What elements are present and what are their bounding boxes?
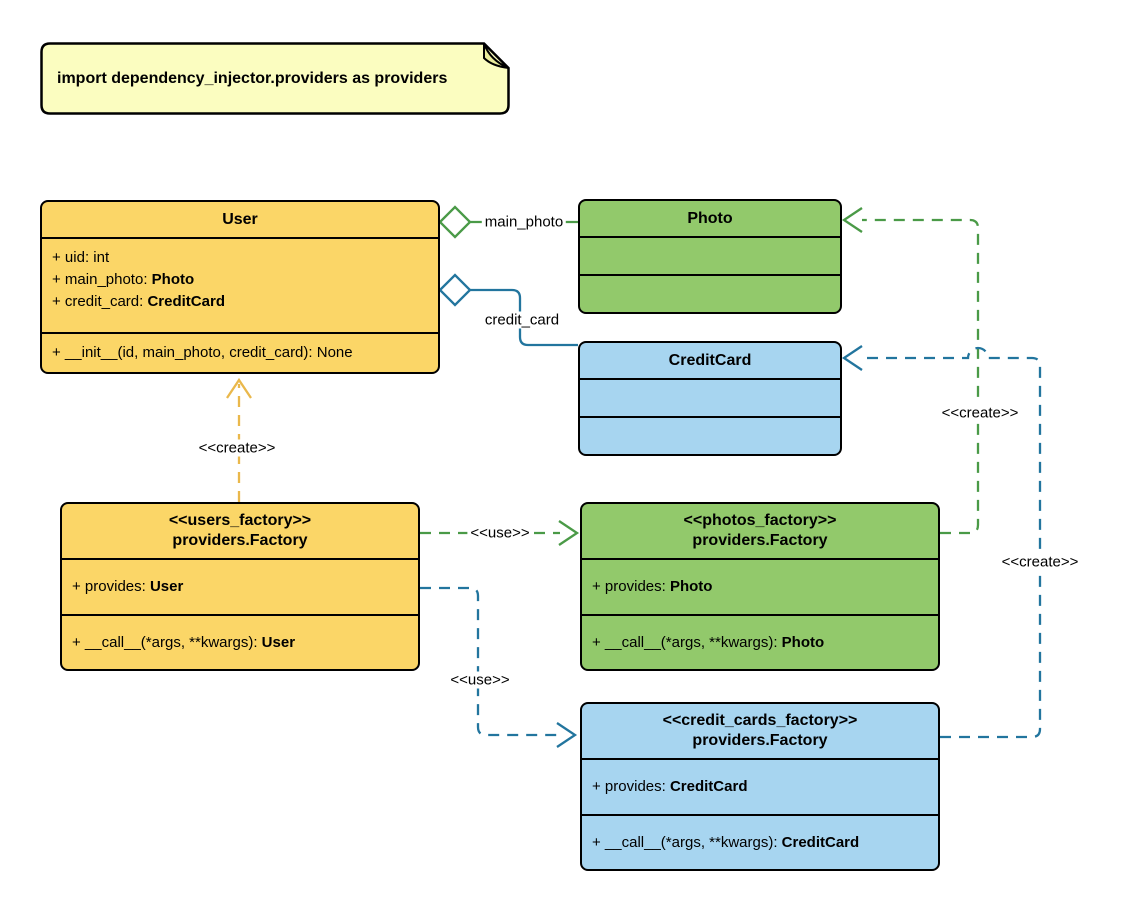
stereotype: <<users_factory>>	[168, 512, 312, 529]
class-photo-methods	[580, 274, 840, 312]
edge-label-use-credit-cards: <<use>>	[447, 671, 513, 689]
edge-label-create-credit-card: <<create>>	[998, 553, 1082, 571]
class-credit-cards-factory-title: <<credit_cards_factory>> providers.Facto…	[582, 704, 938, 758]
stereotype: <<credit_cards_factory>>	[662, 712, 858, 729]
aggregation-diamond-credit-card	[438, 273, 472, 307]
class-photo-attributes	[580, 236, 840, 274]
method-line: + __call__(*args, **kwargs): CreditCard	[592, 833, 860, 851]
stereotype: <<photos_factory>>	[683, 512, 837, 529]
class-users-factory-title: <<users_factory>> providers.Factory	[62, 504, 418, 558]
attribute-line: + provides: User	[72, 578, 184, 595]
class-credit-cards-factory-methods: + __call__(*args, **kwargs): CreditCard	[582, 814, 938, 869]
title: providers.Factory	[692, 732, 828, 749]
open-arrowhead	[841, 207, 863, 233]
aggregation-diamond-main-photo	[438, 205, 472, 239]
method-line: + __init__(id, main_photo, credit_card):…	[52, 344, 353, 361]
edge-use-photos	[420, 520, 580, 546]
class-user-title: User	[222, 210, 258, 228]
class-user-methods: + __init__(id, main_photo, credit_card):…	[42, 332, 438, 372]
edge-label-credit-card: credit_card	[481, 311, 563, 329]
edge-label-use-photos: <<use>>	[467, 524, 533, 542]
open-arrowhead	[556, 722, 578, 748]
attribute-line: + main_photo: Photo	[52, 271, 195, 288]
class-photos-factory: <<photos_factory>> providers.Factory + p…	[580, 502, 940, 671]
attribute-line: + provides: CreditCard	[592, 778, 748, 795]
note-fold-icon	[483, 43, 509, 69]
class-photo: Photo	[578, 199, 842, 314]
open-arrowhead	[841, 345, 863, 371]
class-credit-card-methods	[580, 416, 840, 454]
edge-use-credit-cards	[420, 586, 578, 748]
edge-label-main-photo: main_photo	[481, 213, 567, 231]
title: providers.Factory	[172, 532, 308, 549]
attribute-line: + uid: int	[52, 249, 110, 266]
edge-label-create-user: <<create>>	[195, 439, 279, 457]
class-users-factory-methods: + __call__(*args, **kwargs): User	[62, 614, 418, 669]
open-arrowhead	[226, 377, 252, 399]
class-photos-factory-attributes: + provides: Photo	[582, 558, 938, 614]
attribute-line: + credit_card: CreditCard	[52, 293, 225, 310]
class-user: User + uid: int + main_photo: Photo + cr…	[40, 200, 440, 374]
class-photo-title: Photo	[687, 209, 733, 227]
open-arrowhead	[558, 520, 580, 546]
class-users-factory-attributes: + provides: User	[62, 558, 418, 614]
method-line: + __call__(*args, **kwargs): Photo	[592, 633, 825, 651]
class-photos-factory-title: <<photos_factory>> providers.Factory	[582, 504, 938, 558]
class-credit-cards-factory-attributes: + provides: CreditCard	[582, 758, 938, 814]
note-text: import dependency_injector.providers as …	[57, 69, 448, 87]
class-users-factory: <<users_factory>> providers.Factory + pr…	[60, 502, 420, 671]
class-photos-factory-methods: + __call__(*args, **kwargs): Photo	[582, 614, 938, 669]
attribute-line: + provides: Photo	[592, 578, 713, 595]
class-credit-cards-factory: <<credit_cards_factory>> providers.Facto…	[580, 702, 940, 871]
class-user-attributes: + uid: int + main_photo: Photo + credit_…	[42, 237, 438, 332]
note-import: import dependency_injector.providers as …	[40, 42, 510, 115]
method-line: + __call__(*args, **kwargs): User	[72, 633, 296, 651]
edge-label-create-photo: <<create>>	[938, 404, 1022, 422]
edge-create-photo	[841, 207, 980, 535]
class-credit-card-attributes	[580, 378, 840, 416]
edge-create-credit-card	[841, 345, 1042, 739]
note-shape	[40, 42, 510, 115]
class-credit-card-title: CreditCard	[668, 351, 752, 369]
title: providers.Factory	[692, 532, 828, 549]
class-credit-card: CreditCard	[578, 341, 842, 456]
edge-credit-card	[438, 273, 578, 347]
